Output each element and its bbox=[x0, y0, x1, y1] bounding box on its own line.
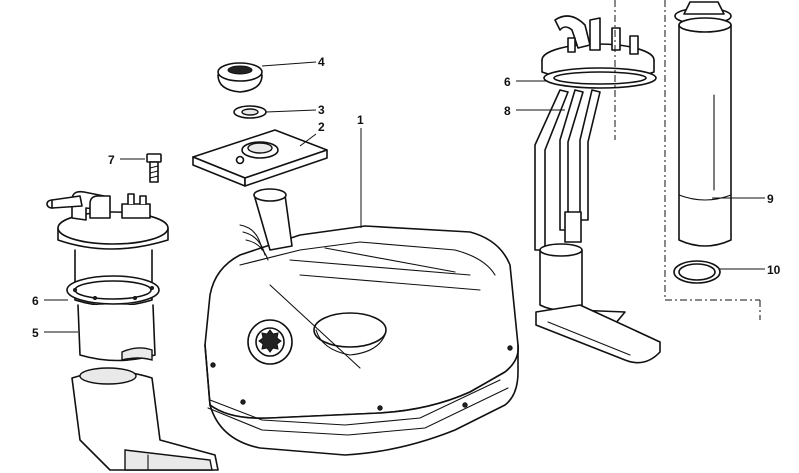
callout-labels: 1 2 3 4 5 6 6 7 8 9 10 bbox=[32, 55, 781, 340]
fuel-tank bbox=[204, 188, 520, 456]
level-sensor-tube bbox=[674, 1, 732, 247]
callout-7: 7 bbox=[108, 153, 115, 167]
fuel-pump-assembly bbox=[534, 15, 661, 364]
callout-9: 9 bbox=[767, 192, 774, 206]
callout-3: 3 bbox=[318, 103, 325, 117]
bolt bbox=[146, 153, 162, 183]
callout-5: 5 bbox=[32, 326, 39, 340]
callout-8: 8 bbox=[504, 104, 511, 118]
sender-unit-left bbox=[46, 190, 219, 471]
callout-4: 4 bbox=[318, 55, 325, 69]
seal-ring bbox=[673, 260, 721, 284]
leader-lines bbox=[44, 61, 765, 333]
filler-cap bbox=[217, 62, 263, 93]
filler-neck-bracket bbox=[192, 129, 328, 187]
callout-6-left: 6 bbox=[32, 294, 39, 308]
callout-10: 10 bbox=[767, 263, 781, 277]
callout-6-right: 6 bbox=[504, 75, 511, 89]
cap-gasket bbox=[233, 105, 267, 119]
callout-2: 2 bbox=[318, 120, 325, 134]
assembly-centerlines bbox=[614, 0, 761, 320]
callout-1: 1 bbox=[357, 113, 364, 127]
